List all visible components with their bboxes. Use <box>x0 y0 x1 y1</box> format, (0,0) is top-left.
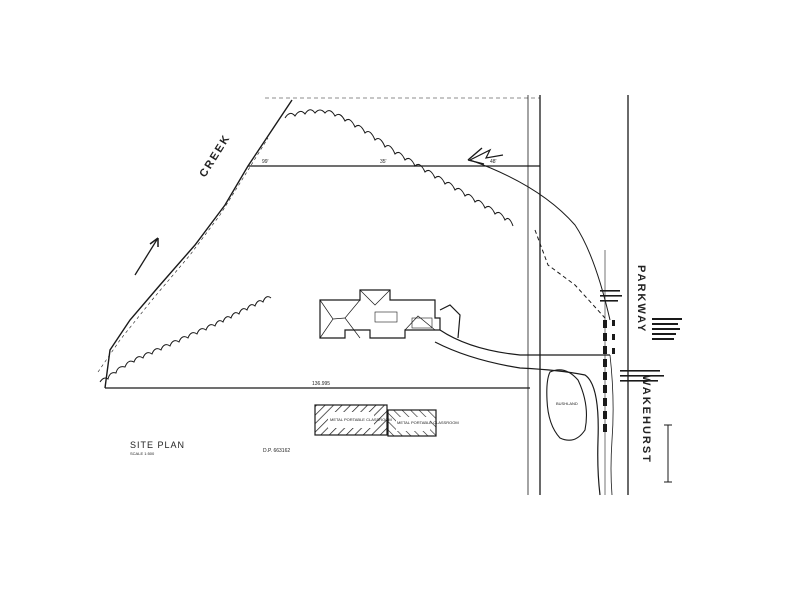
lot-boundary <box>105 95 541 495</box>
creek-bank <box>97 99 293 389</box>
annotation-block <box>600 290 682 382</box>
parkway-label: PARKWAY <box>635 265 647 333</box>
classroom-2-label: METAL PORTABLE CLASSROOM <box>397 420 459 425</box>
scale-bar <box>664 424 672 483</box>
bushland-area <box>546 369 587 441</box>
driveway-markings <box>603 320 615 432</box>
building-footprint <box>319 289 441 339</box>
creek-flow-arrow-icon <box>134 237 159 276</box>
top-dimension-1: 99' <box>262 159 269 165</box>
easement-line <box>467 147 611 321</box>
bottom-dimension: 136.995 <box>312 381 330 387</box>
tree-line-top <box>284 109 514 227</box>
bushland-label: BUSHLAND <box>556 401 578 406</box>
driveway <box>434 304 614 496</box>
top-dimension-3: 48' <box>490 159 497 165</box>
classroom-1-label: METAL PORTABLE CLASSROOM <box>330 417 392 422</box>
portable-classroom-2 <box>387 409 437 437</box>
wakehurst-label: WAKEHURST <box>640 375 652 464</box>
scale-text: SCALE 1:500 <box>130 451 155 456</box>
site-plan-title: SITE PLAN <box>130 440 185 450</box>
portable-classroom-1 <box>314 404 388 436</box>
dp-reference: D.P. 663162 <box>263 448 290 454</box>
top-dimension-2: 35' <box>380 159 387 165</box>
creek-label: CREEK <box>197 132 233 180</box>
